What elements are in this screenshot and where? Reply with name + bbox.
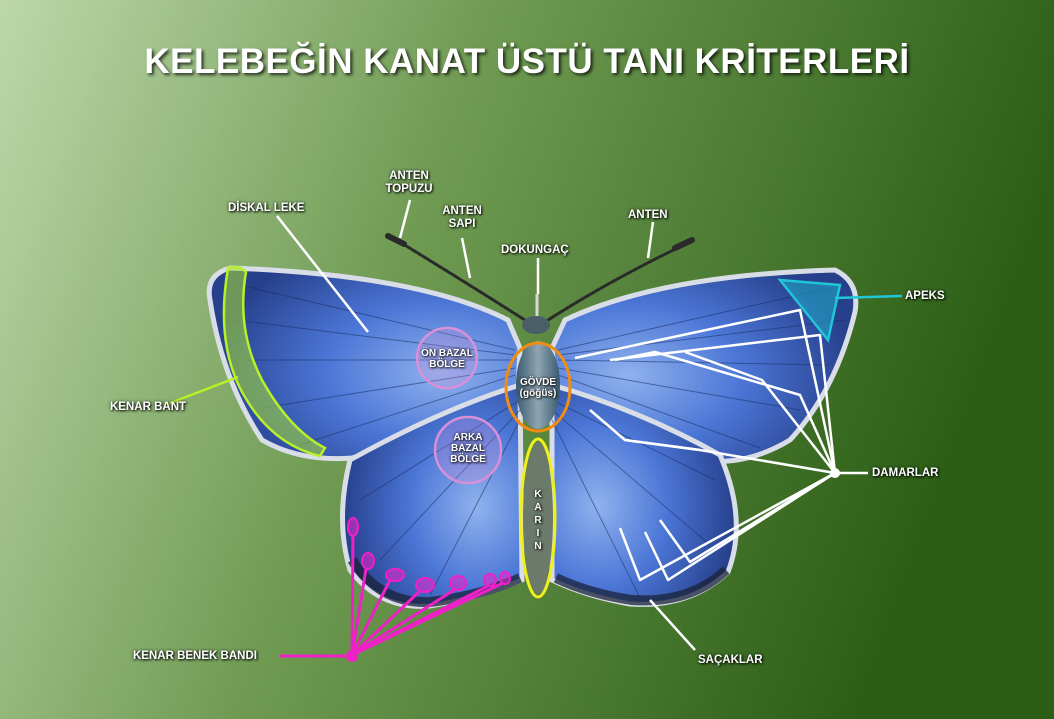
label-karin: K A R I N (532, 488, 544, 553)
label-on-bazal: ÖN BAZAL BÖLGE (417, 348, 477, 370)
label-arka-bazal-line3: BÖLGE (438, 454, 498, 465)
label-anten: ANTEN (628, 209, 668, 222)
label-anten-topuzu-line1: ANTEN (384, 170, 434, 183)
label-anten-sapi-line1: ANTEN (437, 205, 487, 218)
label-dokungac: DOKUNGAÇ (501, 244, 569, 257)
label-anten-topuzu-line2: TOPUZU (384, 183, 434, 196)
label-anten-sapi-line2: SAPI (437, 218, 487, 231)
label-diskal-leke: DİSKAL LEKE (228, 202, 304, 215)
label-anten-sapi: ANTEN SAPI (437, 205, 487, 231)
head (522, 316, 550, 334)
damarlar-node (830, 468, 840, 478)
label-on-bazal-line1: ÖN BAZAL (417, 348, 477, 359)
label-govde: GÖVDE (göğüs) (508, 377, 568, 399)
label-on-bazal-line2: BÖLGE (417, 359, 477, 370)
label-arka-bazal-line1: ARKA (438, 432, 498, 443)
label-kenar-bant: KENAR BANT (110, 401, 186, 414)
label-govde-line1: GÖVDE (508, 377, 568, 388)
label-sacaklar: SAÇAKLAR (698, 654, 763, 667)
kenar-benek-node (346, 650, 358, 662)
page-title: KELEBEĞİN KANAT ÜSTÜ TANI KRİTERLERİ (0, 42, 1054, 82)
label-arka-bazal-line2: BAZAL (438, 443, 498, 454)
label-damarlar: DAMARLAR (872, 467, 938, 480)
label-apeks: APEKS (905, 290, 945, 303)
label-govde-line2: (göğüs) (508, 388, 568, 399)
label-arka-bazal: ARKA BAZAL BÖLGE (438, 432, 498, 465)
label-kenar-benek-bandi: KENAR BENEK BANDI (133, 650, 257, 663)
label-anten-topuzu: ANTEN TOPUZU (384, 170, 434, 196)
